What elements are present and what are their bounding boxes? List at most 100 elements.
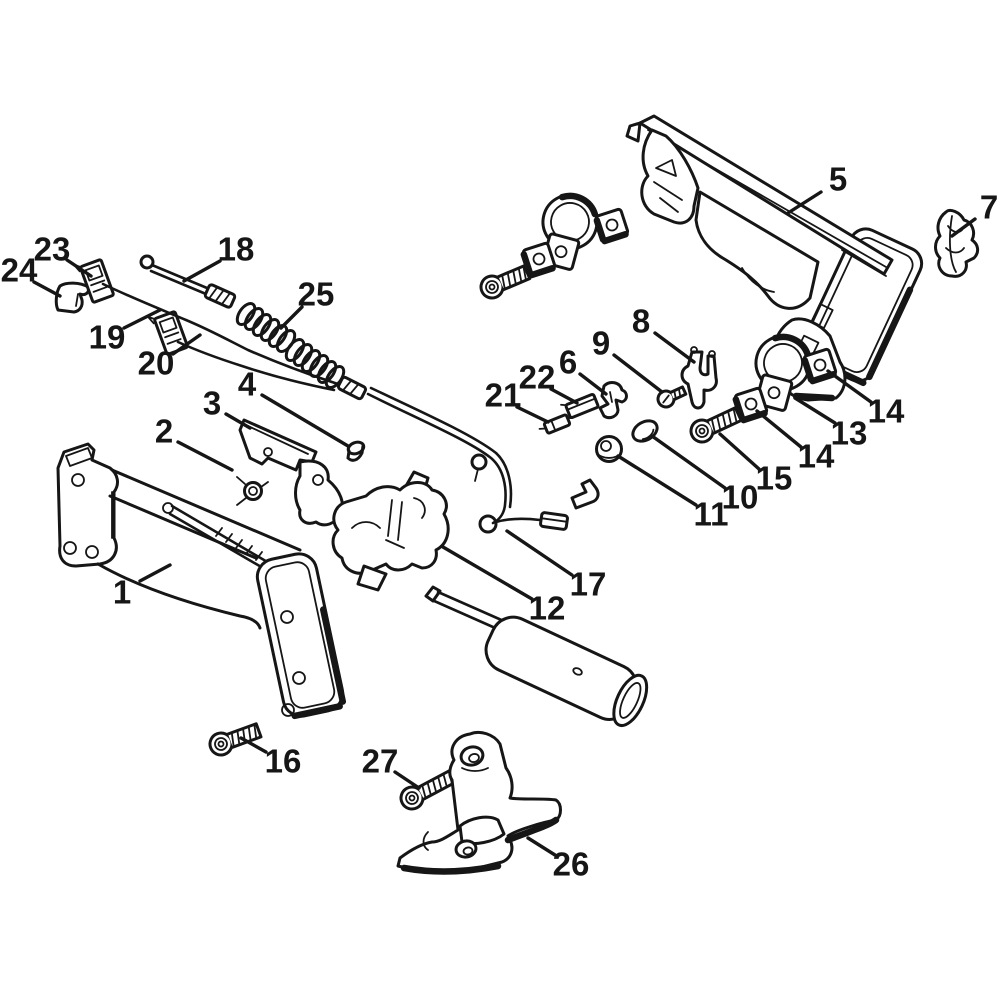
leader-line-22 [549,387,579,405]
part-label-3: 3 [203,385,252,430]
part-number-13: 13 [831,415,868,452]
leader-line-4 [260,393,350,448]
part-number-18: 18 [218,231,255,268]
leader-line-21 [515,405,550,424]
leader-line-14 [755,409,803,449]
part-number-labels: 1234567891011121314141516171819202122232… [1,161,999,883]
part-number-1: 1 [113,574,131,611]
leader-line-25 [279,305,304,330]
leader-line-5 [786,190,823,215]
part-number-26: 26 [553,846,590,883]
leader-line-3 [224,412,252,430]
leader-line-11 [616,454,698,507]
part-number-11: 11 [694,496,729,533]
leader-line-24 [32,280,62,298]
part-number-12: 12 [529,590,566,627]
part-17-short-circuit-wire [478,478,600,534]
part-number-4: 4 [238,366,257,403]
leader-line-26 [526,836,557,857]
leader-line-23 [65,258,93,278]
leader-line-12 [441,545,534,601]
leader-line-15 [718,432,761,471]
part-number-5: 5 [829,161,847,198]
part-label-16: 16 [239,736,302,780]
part-label-15: 15 [718,432,792,497]
part-label-12: 12 [441,545,566,627]
part-number-20: 20 [138,345,175,382]
part-label-10: 10 [650,434,759,516]
part-label-18: 18 [182,231,255,283]
part-4-nut [346,440,366,462]
leader-line-18 [182,259,222,283]
leader-line-10 [650,434,727,490]
part-label-22: 22 [519,359,579,405]
part-label-9: 9 [592,325,664,394]
part-label-7: 7 [950,189,998,238]
part-12-switch-housing [331,470,450,592]
square-nut-upper-right [593,207,630,245]
part-label-24: 24 [1,252,62,298]
leader-line-27 [393,770,421,790]
part-25-coil-spring [235,301,367,401]
part-number-17: 17 [570,566,607,603]
part-number-14: 14 [868,393,905,430]
part-label-25: 25 [279,276,335,330]
part-number-7: 7 [980,189,998,226]
leader-line-14 [826,369,873,404]
part-label-1: 1 [113,563,172,611]
part-number-6: 6 [559,344,577,381]
part-label-6: 6 [559,344,608,396]
part-19-wire-harness [101,282,340,392]
leader-line-9 [612,353,664,394]
part-18-throttle-cable [139,254,513,525]
part-number-2: 2 [155,413,173,450]
leader-line-13 [793,396,837,425]
part-8-spring-clip [680,346,718,410]
part-number-22: 22 [519,359,556,396]
part-number-9: 9 [592,325,610,362]
square-nut-upper-left [520,241,557,279]
part-label-20: 20 [138,333,202,382]
part-label-8: 8 [632,303,696,364]
part-number-23: 23 [34,231,71,268]
part-number-25: 25 [298,276,335,313]
part-number-21: 21 [485,377,522,414]
part-label-14: 14 [826,369,905,430]
leader-line-1 [138,563,172,583]
part-24-rubber-block [54,281,90,314]
throttle-rod-grip [424,585,649,728]
leader-line-19 [122,308,162,330]
part-16-screw [208,722,263,757]
part-number-8: 8 [632,303,650,340]
part-label-14: 14 [755,409,835,475]
leader-line-6 [578,372,608,396]
leader-line-16 [239,736,268,754]
part-number-19: 19 [89,319,126,356]
part-9-flat-screw [656,385,688,409]
part-6-contact-clip [598,381,628,420]
part-label-2: 2 [155,413,234,472]
part-number-3: 3 [203,385,221,422]
leader-line-7 [950,217,977,238]
part-number-16: 16 [265,743,302,780]
leader-line-17 [505,529,574,577]
part-label-4: 4 [238,366,350,448]
leader-line-8 [653,331,696,364]
part-27-screw [399,768,459,811]
part-10-washer-disc [631,419,659,443]
part-label-17: 17 [505,529,607,603]
part-11-grommet [595,435,623,463]
part-number-24: 24 [1,252,38,289]
part-label-23: 23 [34,231,93,278]
part-label-27: 27 [362,743,421,790]
leader-line-20 [171,333,202,356]
part-26-bracket [396,730,562,875]
part-2-trigger-spring [236,476,269,506]
part-label-13: 13 [793,396,868,452]
part-label-26: 26 [526,836,590,883]
part-label-19: 19 [89,308,162,356]
part-label-21: 21 [485,377,550,424]
part-number-10: 10 [722,479,759,516]
